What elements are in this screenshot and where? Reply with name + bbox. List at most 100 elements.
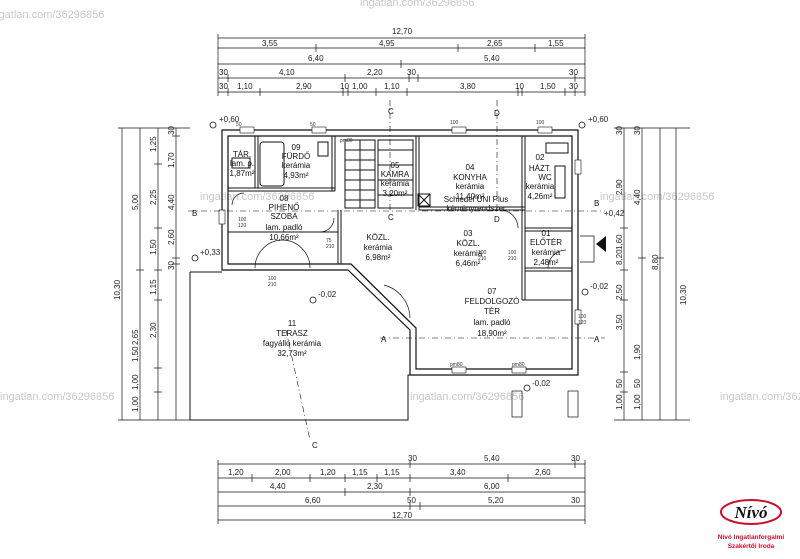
dim-label: 30 xyxy=(569,82,578,91)
room-floor: fagyálló kerámia xyxy=(263,339,322,348)
svg-text:100: 100 xyxy=(268,276,277,282)
dim-label: 5,40 xyxy=(484,54,500,63)
room-floor: kerámia xyxy=(454,249,483,258)
room-area-value: 10,66m² xyxy=(269,233,299,242)
dim-label: 3,50 xyxy=(615,314,624,330)
dim-label: 30 xyxy=(407,68,416,77)
dim-label: 6,60 xyxy=(305,496,321,505)
dim-label: 1,70 xyxy=(167,152,176,168)
svg-text:100: 100 xyxy=(478,250,487,256)
dim-label: 12,70 xyxy=(392,27,413,36)
room-num: 08 xyxy=(280,194,289,203)
top-dimension-lines xyxy=(217,34,586,96)
dim-label: 12,70 xyxy=(392,511,413,520)
bottom-dimension-labels: 30 5,40 30 1,20 2,00 1,20 1,15 1,15 3,40… xyxy=(228,454,580,520)
dim-label: 1,50 xyxy=(540,82,556,91)
svg-text:120: 120 xyxy=(238,223,247,229)
svg-text:pm80: pm80 xyxy=(512,362,525,368)
room-floor: kerámia xyxy=(282,161,311,170)
left-dimension-lines xyxy=(118,127,190,421)
section-label: B xyxy=(192,209,197,218)
section-lines xyxy=(188,100,605,441)
dim-label: 6,40 xyxy=(308,54,324,63)
level-label: +0,42 xyxy=(604,209,625,218)
room-labels: TÁR. lam. p. 1,87m² 09 FÜRDŐ kerámia 4,9… xyxy=(230,143,563,358)
dim-label: 2,90 xyxy=(615,179,624,195)
svg-text:100: 100 xyxy=(536,120,545,126)
dim-label: 10 xyxy=(515,82,524,91)
room-area: 4,26m² xyxy=(528,192,553,201)
windows xyxy=(218,126,582,374)
dim-label: 2,00 xyxy=(275,468,291,477)
dim-label: 4,40 xyxy=(270,482,286,491)
window-codes: 50 50 100 100 pm80 pm80 pm80 100 120 100… xyxy=(236,120,587,368)
room-floor: kerámia xyxy=(532,248,561,257)
watermark-text: ingatlan.com/36296856 xyxy=(0,9,104,21)
dim-label: 2,90 xyxy=(296,82,312,91)
room-floor: kerámia xyxy=(456,182,485,191)
room-num: 03 xyxy=(464,229,473,238)
section-label: A xyxy=(594,335,600,344)
dim-label: 1,15 xyxy=(352,468,368,477)
svg-text:100: 100 xyxy=(508,250,517,256)
dim-label: 1,50 xyxy=(131,346,140,362)
dim-label: 30 xyxy=(571,454,580,463)
dim-label: 5,20 xyxy=(488,496,504,505)
dim-label: 50 xyxy=(407,496,416,505)
section-label: D xyxy=(494,109,500,118)
watermarks: ingatlan.com/36296856 ingatlan.com/36296… xyxy=(0,0,800,403)
dim-label: 30 xyxy=(167,261,176,270)
room-name: KÖZL. xyxy=(456,239,479,248)
section-label: C xyxy=(312,441,318,450)
room-num: 02 xyxy=(536,153,545,162)
dim-label: 8,20 xyxy=(615,249,624,265)
level-mark-icon xyxy=(209,121,217,129)
dim-label: 10,30 xyxy=(679,284,688,305)
svg-text:210: 210 xyxy=(478,256,487,262)
dim-label: 3,80 xyxy=(460,82,476,91)
dim-label: 1,00 xyxy=(131,396,140,412)
entrance-arrow-icon xyxy=(596,236,606,252)
dim-label: 10,30 xyxy=(113,279,122,300)
dim-label: 2,20 xyxy=(367,68,383,77)
section-label: C xyxy=(388,107,394,116)
dim-label: 30 xyxy=(219,68,228,77)
dim-label: 30 xyxy=(615,126,624,135)
dim-label: 50 xyxy=(615,379,624,388)
section-label: D xyxy=(494,215,500,224)
dim-label: 2,65 xyxy=(487,39,503,48)
svg-text:pm80: pm80 xyxy=(450,362,463,368)
watermark-text: ingatlan.com/36296856 xyxy=(360,0,474,9)
dim-label: 2,60 xyxy=(167,229,176,245)
room-name: TÁR. xyxy=(233,150,251,159)
room-area: 32,73m² xyxy=(277,349,307,358)
dim-label: 1,90 xyxy=(633,344,642,360)
room-name: WC xyxy=(538,173,552,182)
room-num: 05 xyxy=(391,161,400,170)
room-name: PIHENŐ xyxy=(269,203,300,212)
dim-label: 4,10 xyxy=(279,68,295,77)
dim-label: 4,40 xyxy=(167,194,176,210)
logo-swoosh-icon xyxy=(720,499,782,525)
dim-label: 1,15 xyxy=(149,279,158,295)
dim-label: 30 xyxy=(569,68,578,77)
right-dimension-labels: 10,30 4,40 8,80 2,90 8,20 2,50 1,60 3,50… xyxy=(615,126,688,410)
room-num: 07 xyxy=(488,287,497,296)
section-label: C xyxy=(388,213,394,222)
logo-line-2: Szakértői Iroda xyxy=(728,543,775,550)
dim-label: 5,00 xyxy=(131,194,140,210)
left-dimension-labels: 10,30 5,00 1,25 1,70 2,25 1,50 1,15 2,30… xyxy=(113,126,176,412)
svg-text:50: 50 xyxy=(236,122,242,128)
room-name: KAMRA xyxy=(381,170,410,179)
room-area: 4,93m² xyxy=(284,171,309,180)
logo-name: Nívó xyxy=(733,503,767,522)
svg-text:100: 100 xyxy=(578,314,587,320)
room-area: lam. padló xyxy=(474,318,511,327)
watermark-text: ingatlan.com/36296856 xyxy=(410,391,524,403)
svg-text:100: 100 xyxy=(450,120,459,126)
level-mark-icon xyxy=(581,288,589,296)
room-name: FELDOLGOZÓ xyxy=(465,297,520,306)
watermark-text: ingatlan.com/36296856 xyxy=(0,391,114,403)
room-name: TERASZ xyxy=(276,329,308,338)
